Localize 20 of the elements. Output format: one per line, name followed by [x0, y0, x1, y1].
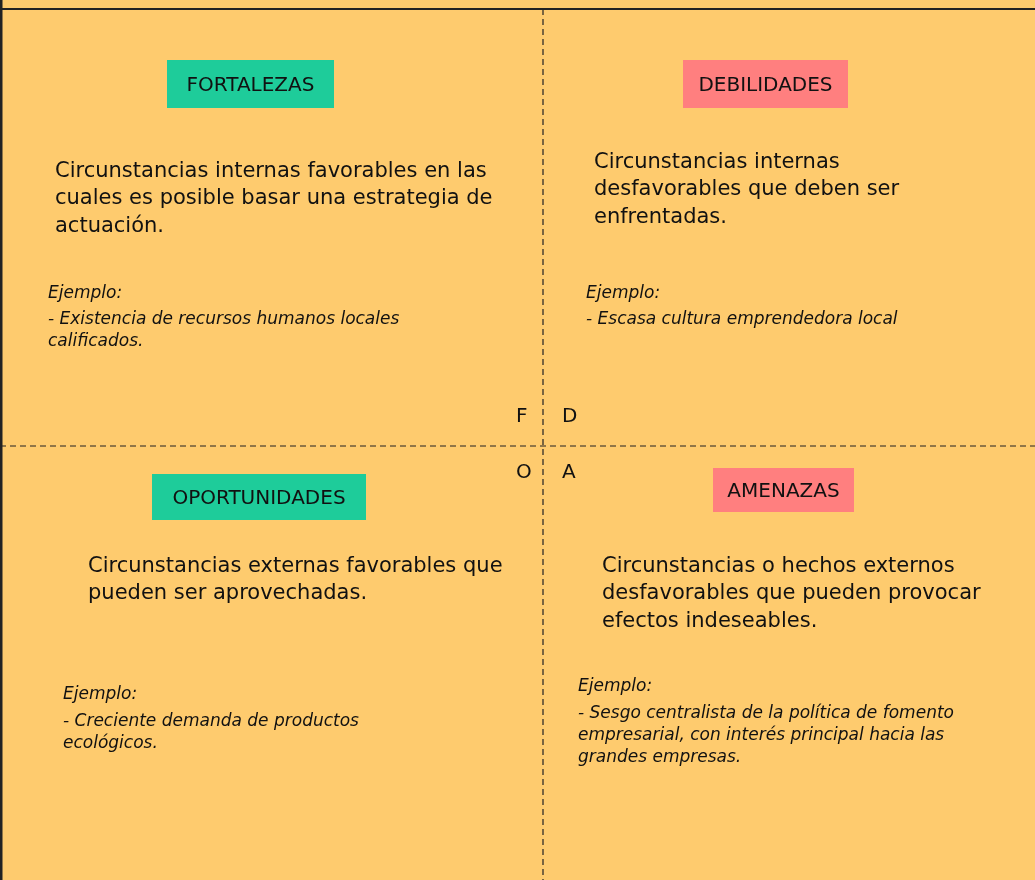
quadrant-letter: D — [562, 403, 578, 427]
quadrant-letter: F — [516, 403, 528, 427]
quadrant-letter: A — [562, 459, 576, 483]
example-text: - Creciente demanda de productos ecológicos. — [63, 710, 359, 753]
example-heading: Ejemplo: — [586, 282, 661, 302]
example-text: - Escasa cultura emprendedora local — [586, 308, 898, 328]
heading-badge: AMENAZAS — [713, 468, 854, 512]
heading-badge: DEBILIDADES — [683, 60, 848, 108]
heading-badge: FORTALEZAS — [167, 60, 334, 108]
description-text: Circunstancias o hechos externos desfavorables que pueden provocar efectos indeseables. — [602, 553, 981, 632]
example-heading: Ejemplo: — [48, 282, 123, 302]
example-heading: Ejemplo: — [578, 675, 653, 695]
description-text: Circunstancias externas favorables que pueden ser aprovechadas. — [88, 553, 503, 605]
description-text: Circunstancias internas favorables en las cuales es posible basar una estrategia de actuación. — [55, 158, 493, 237]
example-text: - Sesgo centralista de la política de fomento empresarial, con interés principal hacia las grandes empresas. — [578, 702, 954, 767]
heading-badge: OPORTUNIDADES — [152, 474, 366, 520]
example-text: - Existencia de recursos humanos locales calificados. — [48, 308, 400, 351]
example-heading: Ejemplo: — [63, 683, 138, 703]
description-text: Circunstancias internas desfavorables que deben ser enfrentadas. — [594, 149, 900, 228]
quadrant-letter: O — [516, 459, 532, 483]
